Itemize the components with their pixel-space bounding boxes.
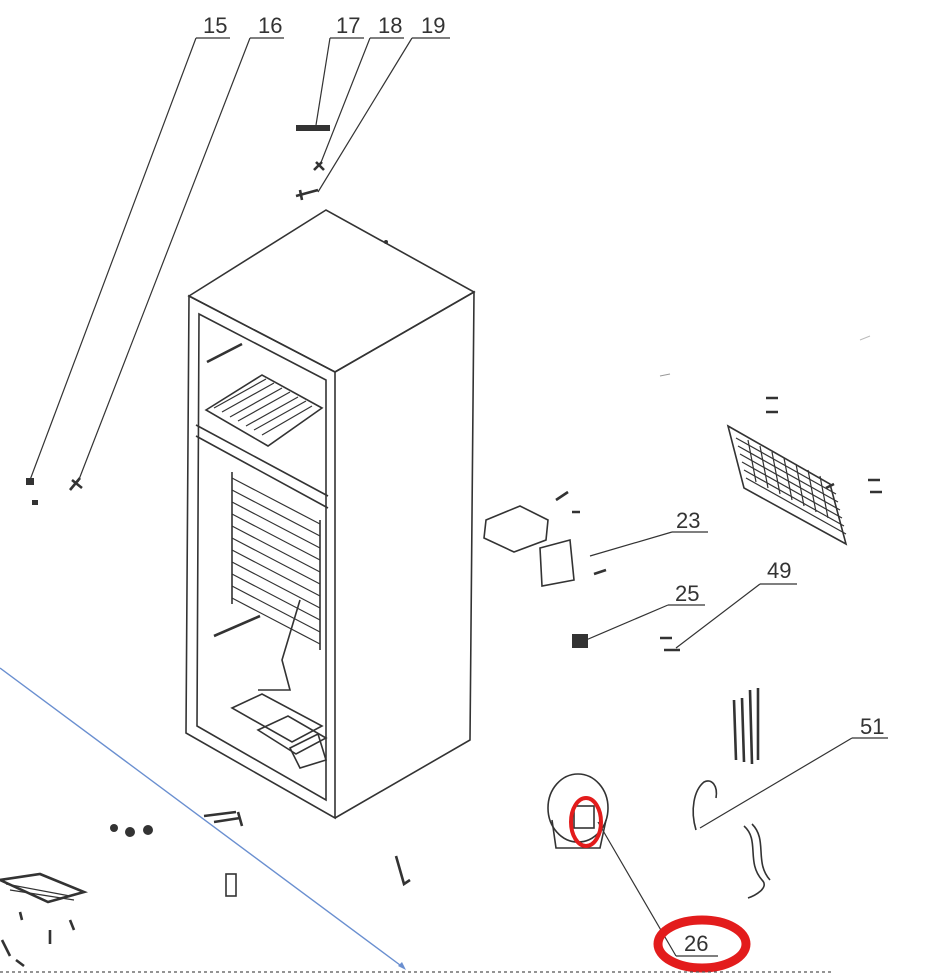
label-18[interactable]: 18 [319,13,404,166]
part-thermostat-23 [483,490,607,587]
part-number-51: 51 [860,714,884,739]
part-number-49: 49 [767,558,791,583]
part-bolt-19 [295,188,319,201]
part-hinge-16 [69,477,83,491]
part-capillary-51 [692,780,771,899]
part-compressor-26 [547,773,609,849]
part-screw-49 [660,636,680,652]
label-16[interactable]: 16 [77,13,284,483]
part-number-25: 25 [675,581,699,606]
label-19[interactable]: 19 [317,13,450,193]
compressor-highlight [569,796,603,848]
part-number-23: 23 [676,508,700,533]
part-number-19: 19 [421,13,445,38]
part-number-17: 17 [336,13,360,38]
label-51[interactable]: 51 [699,714,888,829]
part-bottom-plate [0,872,89,968]
part-number-26: 26 [684,931,708,956]
part-number-15: 15 [203,13,227,38]
label-49[interactable]: 49 [675,558,797,649]
part-connector-25 [572,634,588,648]
label-25[interactable]: 25 [585,581,705,641]
stray-marks [659,335,871,377]
label-23[interactable]: 23 [589,508,708,557]
label-17[interactable]: 17 [315,13,364,126]
label-15[interactable]: 15 [29,13,230,481]
part-number-18: 18 [378,13,402,38]
part-screw-15 [26,478,38,505]
part-number-16: 16 [258,13,282,38]
part-top-hinge-17 [296,125,330,131]
refrigerator-cabinet [185,209,476,820]
condenser-panel [726,396,882,546]
guide-lines [0,667,832,973]
label-26-highlight [653,915,751,973]
part-bottom-small-parts [110,810,411,897]
part-pipes [732,688,760,765]
part-pin-18 [313,161,325,171]
